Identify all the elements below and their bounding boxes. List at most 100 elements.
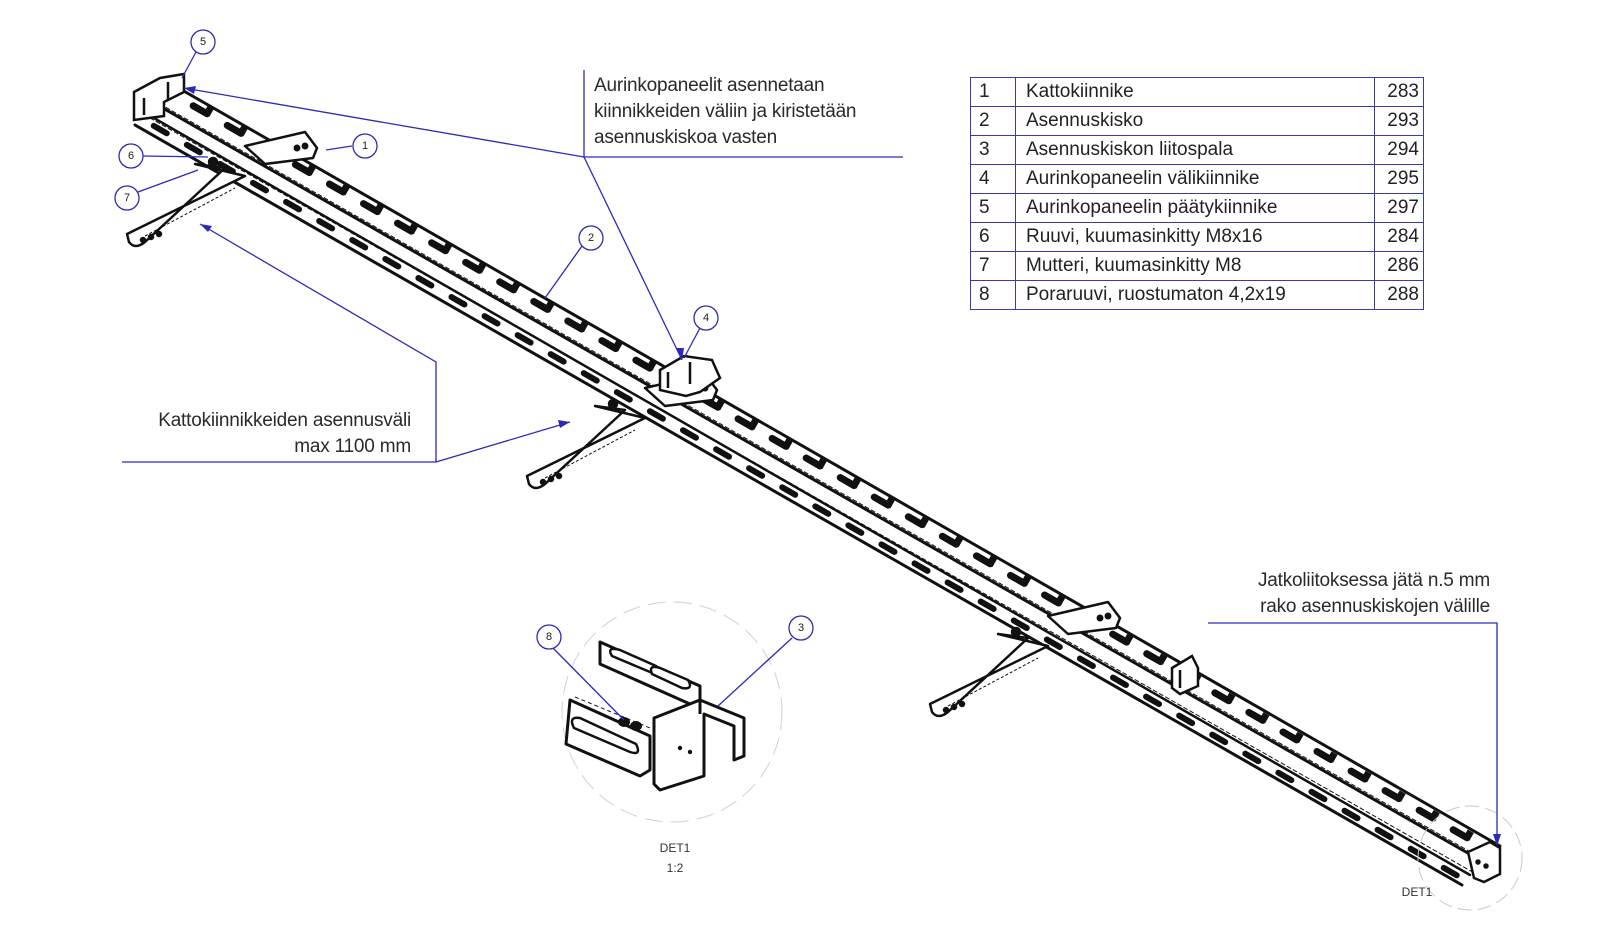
balloon-label: 8	[546, 631, 552, 643]
detail-name: DET1	[1401, 885, 1433, 899]
rail-slot	[1415, 806, 1440, 822]
detail-name: DET1	[659, 841, 691, 855]
mid-clamp-second	[1170, 654, 1200, 696]
roof-bracket-part-1	[928, 600, 1122, 718]
balloon-6: 6	[118, 143, 144, 169]
roof-bracket-part-1	[125, 130, 319, 248]
balloon-label: 7	[124, 192, 130, 204]
note-panel-mounting: Aurinkopaneelit asennetaan kiinnikkeiden…	[594, 73, 857, 151]
rail-slot-side	[481, 313, 501, 327]
detail-circle-right	[1417, 805, 1523, 911]
rail-slot-side	[1209, 731, 1229, 746]
mid-clamp-part-4	[658, 354, 722, 398]
rail-slot-side	[911, 560, 931, 574]
rail-slot-side	[1010, 617, 1030, 631]
balloon-label: 4	[703, 312, 709, 324]
rail-slot-side	[1143, 693, 1163, 708]
rail-slot-side	[1043, 636, 1063, 650]
rail-slot-side	[1374, 826, 1394, 841]
part-code: 295	[1374, 164, 1424, 194]
rail-slot	[768, 434, 793, 450]
rail-slot	[496, 278, 521, 294]
rail-slot-side	[547, 351, 567, 365]
rail-slot-side	[746, 465, 766, 479]
rail-slot-side	[779, 484, 799, 498]
balloon-5: 5	[190, 29, 216, 55]
end-clamp-part-5	[132, 72, 186, 122]
rail-slot	[394, 219, 419, 235]
rail-slot-side	[878, 541, 898, 555]
rail-slot-side	[1076, 655, 1096, 670]
rail-slot	[1109, 630, 1134, 646]
part-name: Kattokiinnike	[1015, 77, 1375, 107]
note-line: Aurinkopaneelit asennetaan	[594, 75, 825, 96]
rail-slot	[462, 258, 487, 274]
part-name: Mutteri, kuumasinkitty M8	[1015, 251, 1375, 281]
rail-slot-side	[580, 370, 600, 384]
balloon-7: 7	[114, 185, 140, 211]
part-number: 6	[970, 222, 1016, 252]
balloon-1: 1	[352, 133, 378, 159]
rail-slot	[291, 160, 316, 176]
mounting-rail	[133, 88, 1502, 887]
rail-slot-side	[249, 179, 269, 194]
rail-slot-side	[1275, 769, 1295, 784]
balloon-8: 8	[536, 624, 562, 650]
balloon-label: 1	[362, 140, 368, 152]
balloon-label: 6	[128, 150, 134, 162]
rail-slot-side	[514, 332, 534, 346]
rail-slot	[734, 415, 759, 431]
rail-slot-side	[382, 256, 402, 270]
rail-slot-side	[977, 598, 997, 612]
part-code: 293	[1374, 106, 1424, 136]
rail-slot	[802, 454, 827, 470]
part-number: 3	[970, 135, 1016, 165]
rail-slot-side	[1341, 807, 1361, 822]
rail-slot	[1449, 826, 1474, 842]
rail-slot-side	[613, 389, 633, 403]
rail-slot	[325, 180, 351, 196]
balloons: 1 2 3 4 5 6 7 8	[114, 29, 814, 650]
rail-slot	[189, 102, 214, 118]
part-number: 2	[970, 106, 1016, 136]
rail-slot	[904, 513, 929, 529]
balloon-4: 4	[693, 305, 719, 331]
part-number: 7	[970, 251, 1016, 281]
rail-slot-side	[448, 294, 468, 308]
rail-slot	[1347, 767, 1372, 783]
part-name: Asennuskisko	[1015, 106, 1375, 136]
rail-slot	[530, 297, 555, 313]
rail-slot	[1313, 748, 1338, 763]
rail-slot-side	[646, 408, 666, 422]
rail-slot-side	[150, 122, 170, 137]
rail-slots-top	[189, 102, 1474, 842]
roof-brackets	[125, 130, 1122, 718]
part-code: 284	[1374, 222, 1424, 252]
part-name: Asennuskiskon liitospala	[1015, 135, 1375, 165]
rail-slot	[1143, 650, 1168, 666]
rail-slot	[359, 200, 385, 216]
leader-lines	[122, 51, 1498, 840]
rail-slot	[836, 474, 861, 490]
rail-slot-side	[1308, 788, 1328, 803]
part-code: 286	[1374, 251, 1424, 281]
note-line: kiinnikkeiden väliin ja kiristetään	[594, 101, 857, 122]
rail-slot	[870, 493, 895, 509]
note-bracket-spacing: Kattokiinnikkeiden asennusväli max 1100 …	[133, 408, 411, 460]
rail-slot	[1041, 591, 1066, 607]
rail-slot-side	[316, 217, 336, 232]
part-name: Aurinkopaneelin välikiinnike	[1015, 164, 1375, 194]
rail-slot	[564, 317, 589, 333]
rail-slot	[1279, 728, 1304, 744]
balloon-2: 2	[578, 225, 604, 251]
note-line: Kattokiinnikkeiden asennusväli	[158, 410, 411, 431]
balloon-3: 3	[788, 615, 814, 641]
part-number: 8	[970, 280, 1016, 310]
